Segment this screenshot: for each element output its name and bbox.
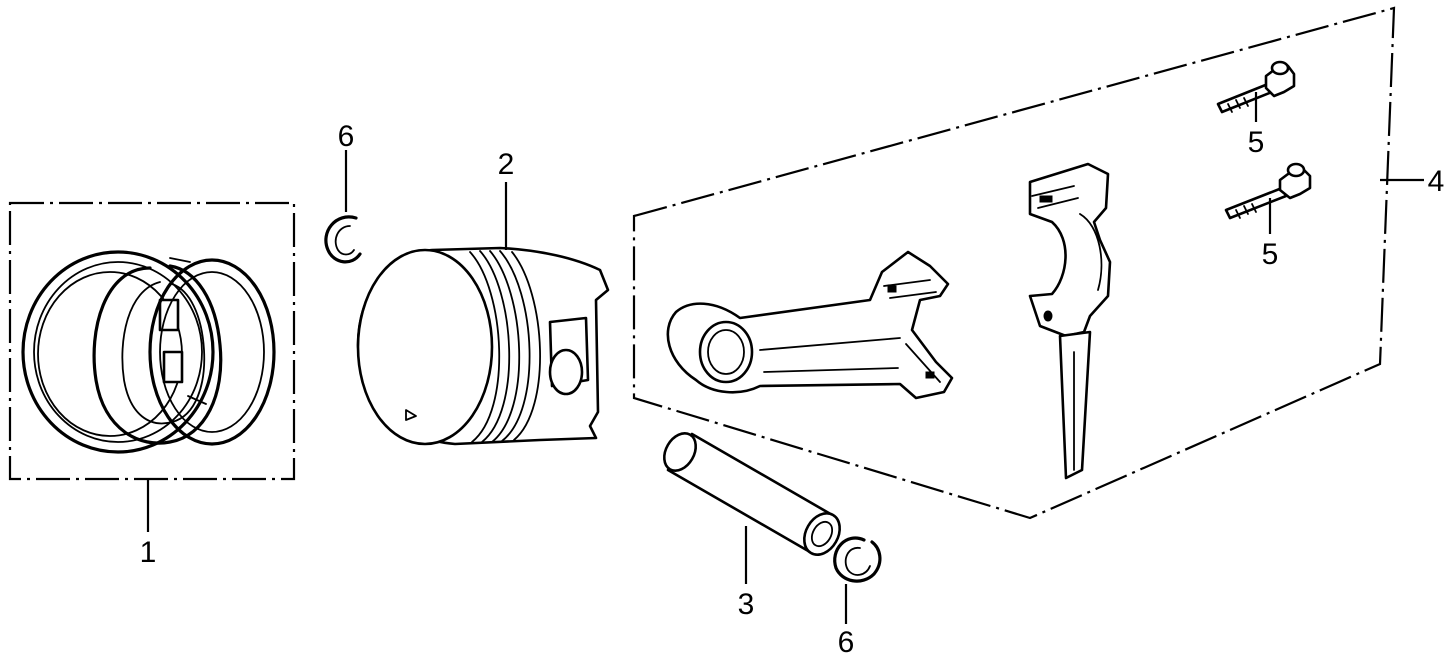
rod-bolt-lower: 5 — [1224, 162, 1312, 271]
piston-pin-clip-lower: 6 — [833, 536, 882, 659]
rod-bolt-upper: 5 — [1216, 60, 1296, 159]
rod-cap — [1028, 162, 1112, 480]
piston-pin-clip-upper: 6 — [324, 120, 362, 264]
callout-3: 3 — [738, 588, 755, 621]
callout-5-lower: 5 — [1262, 238, 1279, 271]
callout-6-lower: 6 — [838, 626, 855, 659]
callout-6-upper: 6 — [338, 120, 355, 153]
rod-assembly-frame — [632, 6, 1396, 520]
callout-5-upper: 5 — [1248, 126, 1265, 159]
connecting-rod-assembly: 4 — [632, 6, 1445, 520]
piston-pin: 3 — [662, 432, 841, 621]
connecting-rod — [666, 250, 954, 400]
callout-1: 1 — [140, 536, 157, 569]
piston-ring-set: 1 — [8, 201, 296, 569]
piston-ring-right — [148, 257, 276, 446]
callout-2: 2 — [498, 148, 515, 181]
callout-4: 4 — [1428, 165, 1445, 198]
ring-set-frame — [8, 201, 296, 481]
piston: 2 — [356, 148, 610, 446]
